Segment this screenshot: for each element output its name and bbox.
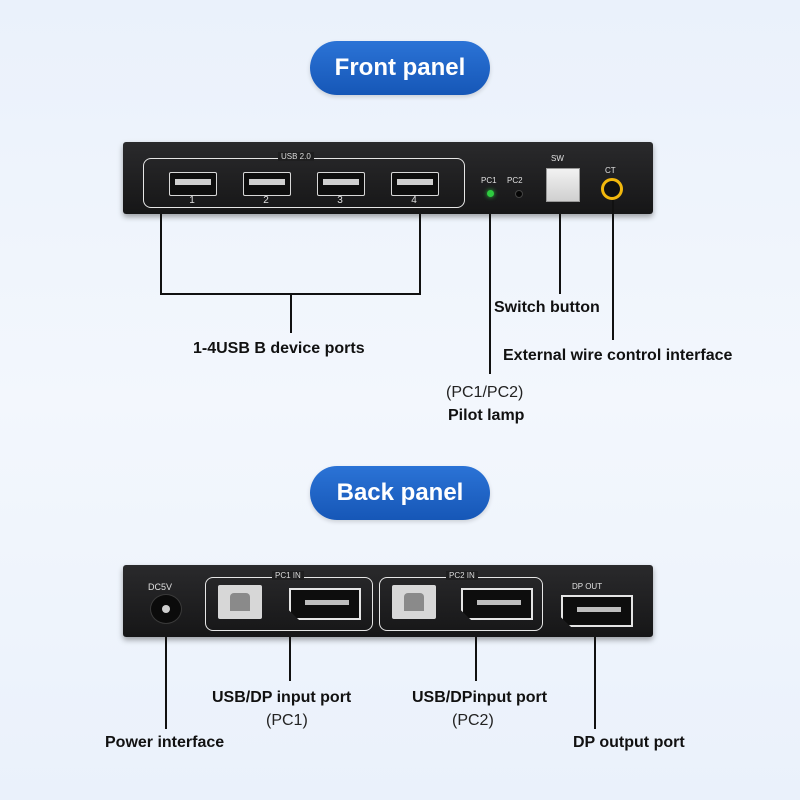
pc2-dp-port: [461, 588, 533, 620]
port-number-1: 1: [189, 195, 195, 206]
pc1-led-icon: [487, 190, 494, 197]
pc1-port-callout: USB/DP input port: [212, 689, 352, 706]
pc2-port-callout: USB/DPinput port: [412, 689, 548, 706]
usb-port-1: [169, 172, 217, 196]
pc2-usb-b-port: [392, 585, 436, 619]
switch-button: [546, 168, 580, 202]
pc2-led-icon: [515, 190, 523, 198]
front-panel-title: Front panel: [310, 41, 490, 95]
led-label-pc1: PC1: [481, 176, 497, 185]
dc-label: DC5V: [148, 582, 173, 592]
usb-group-label: USB 2.0: [278, 152, 314, 161]
external-wire-callout: External wire control interface: [503, 347, 733, 364]
back-panel-device: DC5V PC1 IN PC2 IN DP OUT: [123, 565, 653, 637]
front-panel-device: USB 2.0 1 2 3 4 PC1 PC2 SW CT: [123, 142, 653, 214]
led-label-pc2: PC2: [507, 176, 523, 185]
power-callout: Power interface: [105, 734, 225, 751]
back-panel-title: Back panel: [310, 466, 490, 520]
usb-port-3: [317, 172, 365, 196]
port-number-4: 4: [411, 195, 417, 206]
ct-port-icon: [601, 178, 623, 200]
port-number-2: 2: [263, 195, 269, 206]
pilot-lamp-callout: Pilot lamp: [448, 407, 525, 424]
usb-port-4: [391, 172, 439, 196]
dp-out-label: DP OUT: [572, 582, 603, 591]
ct-label: CT: [605, 166, 616, 175]
dp-out-port: [561, 595, 633, 627]
switch-label: SW: [551, 154, 564, 163]
switch-button-callout: Switch button: [494, 299, 600, 316]
pc1-usb-b-port: [218, 585, 262, 619]
usb-port-group: USB 2.0: [143, 152, 465, 208]
port-number-3: 3: [337, 195, 343, 206]
pc1-dp-port: [289, 588, 361, 620]
dp-output-callout: DP output port: [573, 734, 685, 751]
usb-ports-callout: 1-4USB B device ports: [193, 340, 365, 357]
power-jack-icon: [150, 594, 182, 624]
pc2-port-sub: (PC2): [452, 712, 494, 729]
pilot-lamp-sub: (PC1/PC2): [446, 384, 524, 401]
usb-port-2: [243, 172, 291, 196]
pc2-group-label: PC2 IN: [446, 571, 478, 580]
pc1-port-sub: (PC1): [266, 712, 308, 729]
pc1-group-label: PC1 IN: [272, 571, 304, 580]
pc1-in-group: PC1 IN: [205, 571, 373, 631]
pc2-in-group: PC2 IN: [379, 571, 543, 631]
